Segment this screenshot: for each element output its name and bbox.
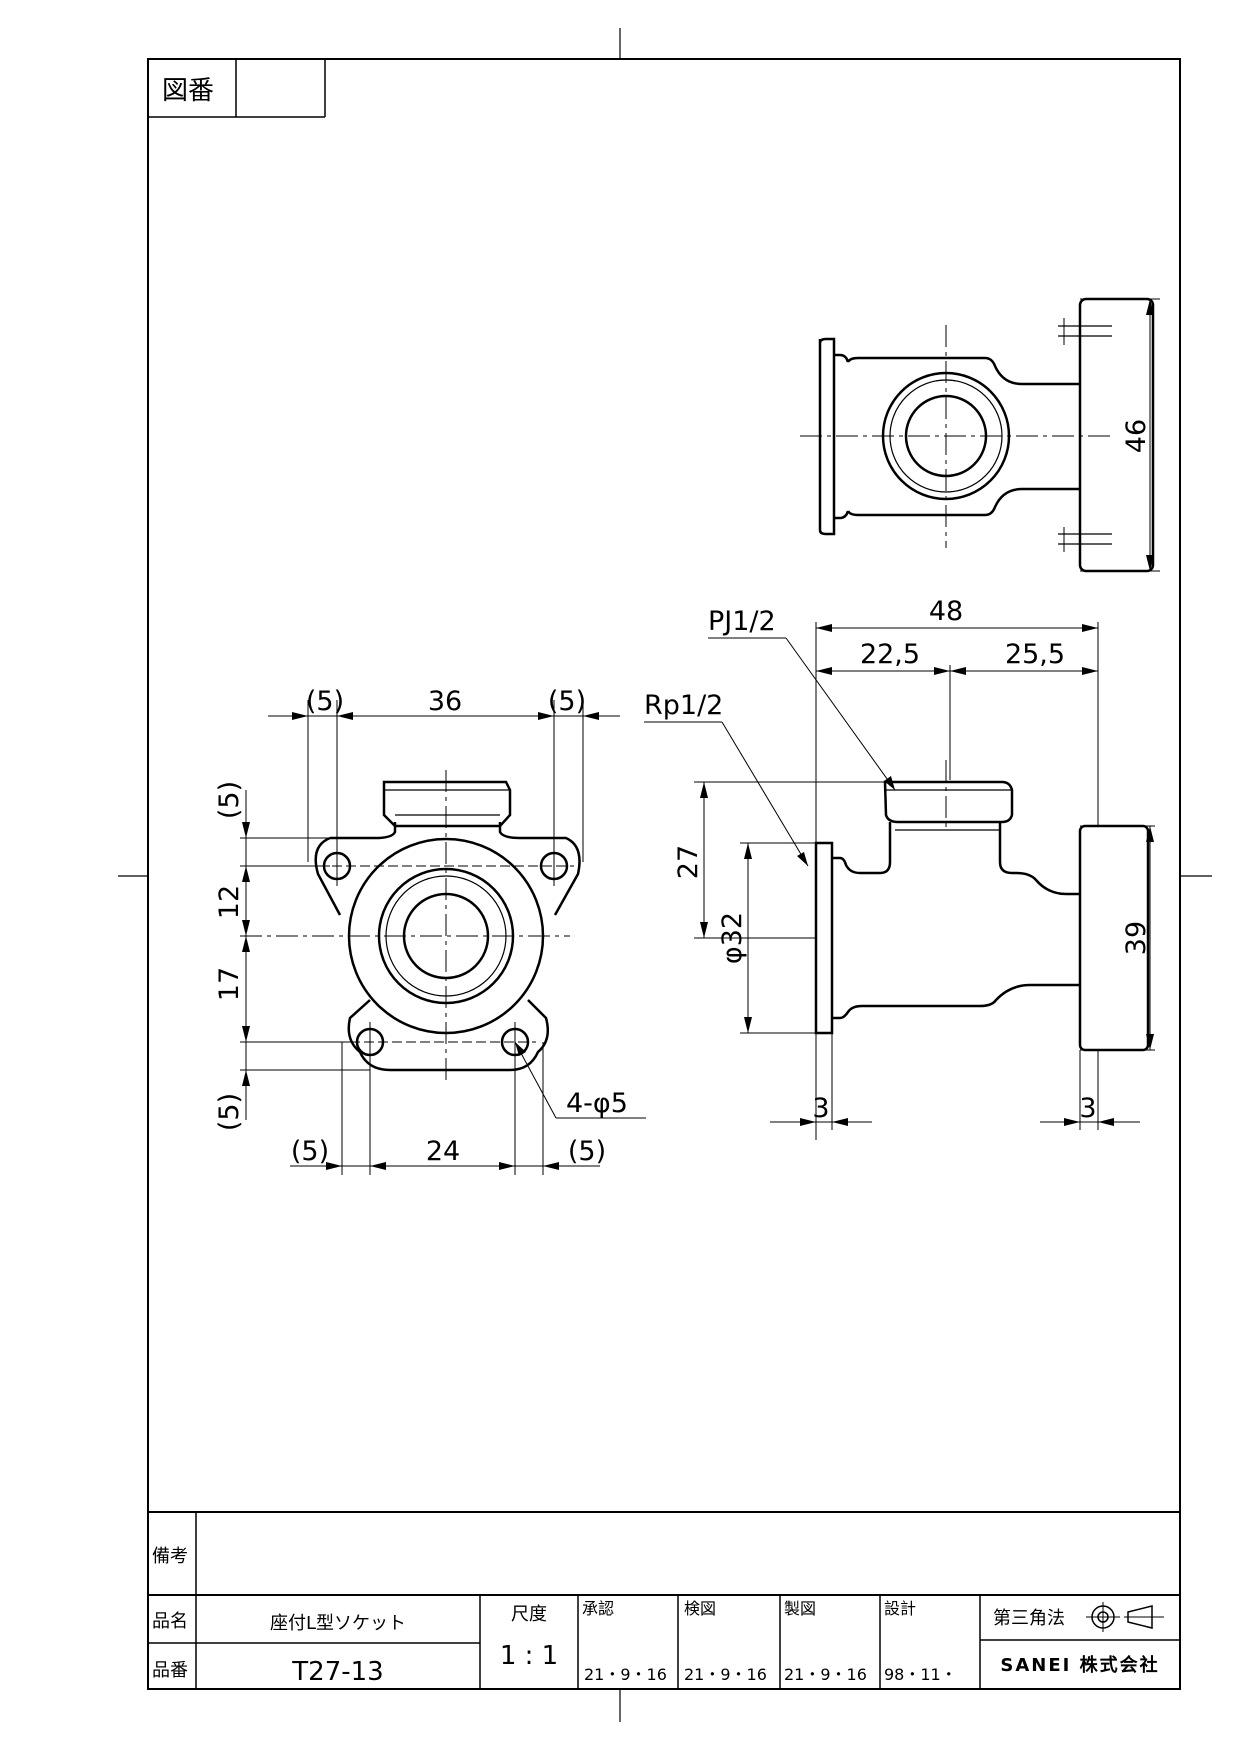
side-thread-side-label: Rp1/2: [644, 690, 723, 721]
dim-front-bottom-width: 24: [426, 1136, 460, 1167]
product-number: T27-13: [291, 1657, 383, 1687]
dim-side-diameter: φ32: [717, 912, 748, 964]
dim-side-right-seg: 25,5: [1005, 639, 1065, 670]
checked-label: 検図: [684, 1599, 716, 1618]
dim-side-39: 39: [1121, 921, 1152, 955]
dim-front-v-12: 12: [214, 885, 245, 919]
company-name: SANEI 株式会社: [1000, 1654, 1159, 1676]
product-name: 座付L型ソケット: [270, 1613, 406, 1634]
product-number-label: 品番: [152, 1660, 188, 1681]
approved-label: 承認: [582, 1599, 614, 1618]
drawing-number-box: 図番: [148, 59, 326, 118]
projection-label: 第三角法: [993, 1608, 1065, 1629]
sheet-frame: [118, 28, 1212, 1722]
scale-value: 1 : 1: [500, 1641, 558, 1671]
dim-side-27: 27: [673, 845, 704, 879]
dim-front-bottom-right: (5): [568, 1136, 606, 1167]
product-name-label: 品名: [152, 1611, 188, 1632]
dim-front-v-top: (5): [214, 781, 245, 819]
dim-front-top-width: 36: [428, 686, 462, 717]
dim-side-overall: 48: [929, 596, 963, 627]
approved-date: 21・9・16: [584, 1665, 667, 1684]
designed-date: 98・11・: [884, 1665, 957, 1684]
dim-front-top-left: (5): [306, 686, 344, 717]
dim-side-flange-right: 3: [1079, 1093, 1096, 1124]
side-thread-top-label: PJ1/2: [708, 606, 776, 637]
drawn-date: 21・9・16: [784, 1665, 867, 1684]
dim-front-v-17: 17: [214, 967, 245, 1001]
side-view: [644, 622, 1155, 1140]
dim-front-bottom-left: (5): [291, 1136, 329, 1167]
drawn-label: 製図: [784, 1599, 816, 1618]
scale-label: 尺度: [511, 1604, 547, 1625]
third-angle-projection-icon: [1086, 1602, 1164, 1632]
dim-front-top-right: (5): [548, 686, 586, 717]
designed-label: 設計: [884, 1599, 916, 1618]
checked-date: 21・9・16: [684, 1665, 767, 1684]
dim-top-height: 46: [1121, 419, 1152, 453]
title-block: [148, 1511, 1180, 1689]
front-view: [240, 700, 646, 1175]
dim-side-flange-left: 3: [812, 1093, 829, 1124]
drawing-number-label: 図番: [162, 76, 214, 106]
dim-side-left-seg: 22,5: [860, 639, 920, 670]
front-hole-label: 4-φ5: [566, 1088, 628, 1119]
dim-front-v-bottom: (5): [214, 1093, 245, 1131]
top-view: [800, 297, 1160, 573]
remarks-label: 備考: [152, 1546, 188, 1567]
